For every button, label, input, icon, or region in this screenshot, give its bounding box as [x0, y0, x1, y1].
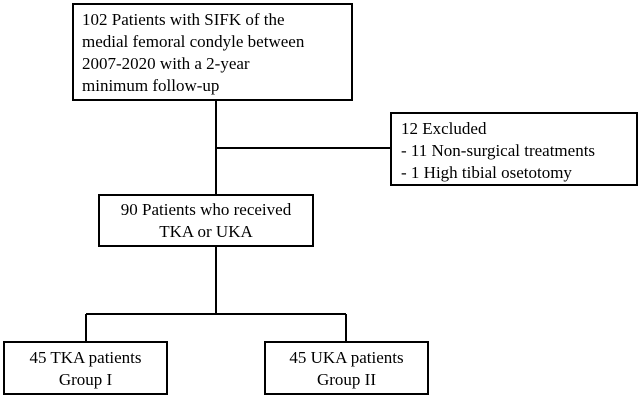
inclusion-line-3: 2007-2020 with a 2-year	[82, 54, 250, 73]
inclusion-box: 102 Patients with SIFK of the medial fem…	[72, 3, 353, 101]
excluded-line-3: - 1 High tibial osetotomy	[401, 163, 572, 182]
group2-line-2: Group II	[316, 370, 376, 389]
excluded-line-2: - 11 Non-surgical treatments	[401, 141, 596, 160]
excluded-line-1: 12 Excluded	[401, 119, 487, 138]
received-surgery-box: 90 Patients who received TKA or UKA	[98, 194, 314, 247]
inclusion-line-4: minimum follow-up	[82, 76, 220, 95]
received-line-1: 90 Patients who received	[120, 200, 292, 219]
inclusion-line-1: 102 Patients with SIFK of the	[82, 10, 285, 29]
group1-line-1: 45 TKA patients	[29, 348, 142, 367]
group1-box: 45 TKA patients Group I	[3, 341, 168, 395]
group2-line-1: 45 UKA patients	[289, 348, 404, 367]
excluded-box: 12 Excluded - 11 Non-surgical treatments…	[390, 112, 638, 186]
received-line-2: TKA or UKA	[159, 222, 253, 241]
inclusion-line-2: medial femoral condyle between	[82, 32, 305, 51]
group2-box: 45 UKA patients Group II	[264, 341, 429, 395]
group1-line-2: Group I	[58, 370, 113, 389]
